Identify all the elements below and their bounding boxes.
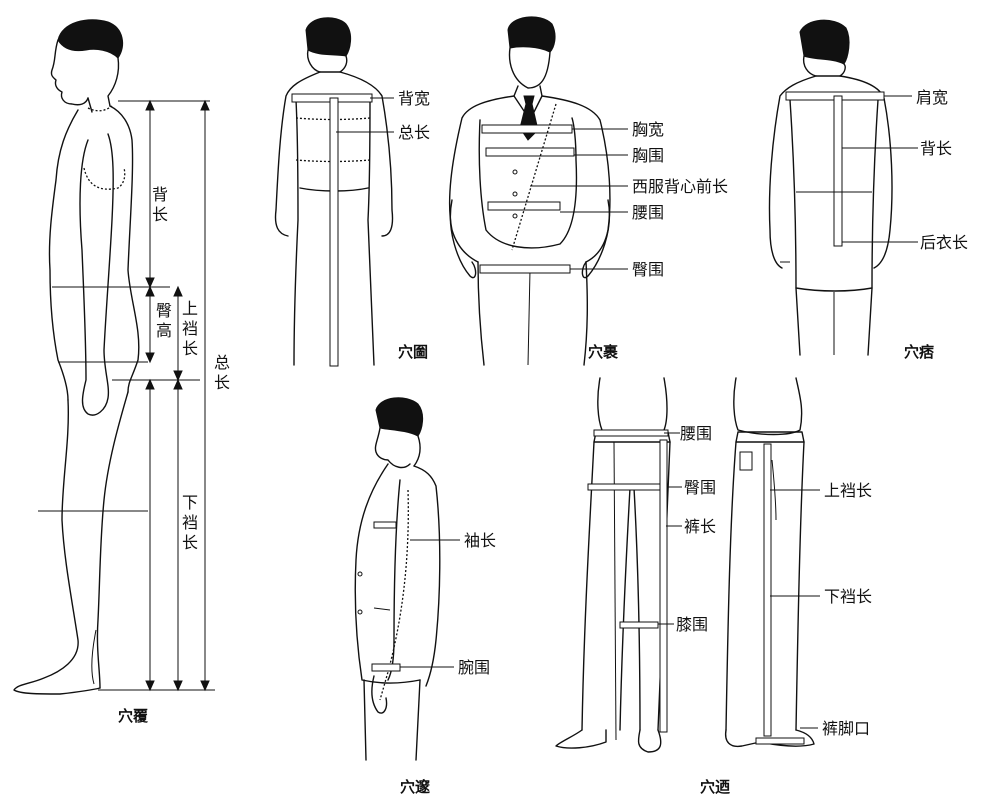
p2-caption: 穴圗	[398, 343, 428, 361]
p1-caption: 穴覆	[118, 707, 149, 725]
p4-label-back-coat-length: 后衣长	[920, 233, 968, 252]
panel-6-trousers: 腰围 臀围 裤长 膝围 上裆长 下裆长 裤脚口 穴迺	[555, 377, 872, 796]
p2-label-total-length: 总长	[398, 123, 430, 142]
p5-sleeve-length-tape	[379, 489, 409, 701]
p6-waist-tape	[593, 429, 669, 437]
p4-back-length-tape	[833, 95, 843, 247]
panel-1-standing-figure: 背长 臀高 上裆长 总长 下裆长 穴覆	[13, 19, 230, 725]
p3-hip-circ-tape	[479, 264, 571, 274]
p1-label-back-length: 背长	[152, 185, 168, 224]
p6-label-upper-rise: 上裆长	[824, 481, 872, 500]
p6-label-inseam: 下裆长	[824, 587, 872, 606]
p6-caption: 穴迺	[700, 778, 730, 796]
p3-waist-circ-tape	[487, 201, 561, 211]
p2-label-back-width: 背宽	[398, 89, 430, 108]
p5-caption: 穴邃	[400, 778, 430, 796]
p3-label-vest-front-length: 西服背心前长	[632, 177, 728, 196]
p4-label-back-length: 背长	[920, 139, 952, 158]
p2-total-length-tape	[329, 97, 339, 367]
p3-label-waist-circ: 腰围	[632, 203, 664, 222]
panel-2-back-shirt: 背宽 总长 穴圗	[274, 17, 430, 367]
p6-hip-tape	[587, 483, 669, 491]
p3-label-chest-circ: 胸围	[632, 146, 664, 165]
panel-4-back-jacket: 肩宽 背长 后衣长 穴痞	[768, 19, 968, 361]
p5-label-wrist-circ: 腕围	[458, 658, 490, 677]
p1-label-total-length: 总长	[214, 353, 230, 392]
p6-label-hem-opening: 裤脚口	[822, 719, 870, 738]
p3-label-chest-width: 胸宽	[632, 120, 664, 139]
p3-caption: 穴裹	[588, 343, 619, 361]
p6-label-hip-circ: 臀围	[684, 478, 716, 497]
p3-chest-width-tape	[481, 124, 573, 134]
p6-front-trousers-drawing	[555, 377, 671, 753]
p1-label-upper-rise: 上裆长	[182, 299, 198, 358]
p6-hem-tape	[755, 737, 805, 745]
p6-side-length-tape	[763, 443, 772, 737]
p6-side-trousers-drawing	[724, 377, 815, 748]
p4-label-shoulder-width: 肩宽	[916, 88, 948, 107]
p5-label-sleeve-length: 袖长	[464, 531, 496, 550]
p6-label-knee-circ: 膝围	[676, 615, 708, 634]
p5-figure-drawing	[354, 397, 441, 761]
p6-label-waist-circ: 腰围	[680, 424, 712, 443]
p4-caption: 穴痞	[904, 343, 934, 361]
p1-label-inseam: 下裆长	[182, 493, 198, 552]
p3-vest-front-tape	[511, 103, 557, 251]
p1-figure-drawing	[13, 19, 200, 695]
p4-figure-drawing	[768, 19, 893, 356]
p6-knee-tape	[619, 621, 659, 629]
panel-5-side-jacket: 袖长 腕围 穴邃	[354, 397, 496, 796]
panel-3-front-vest: 胸宽 胸围 西服背心前长 腰围 臀围 穴裹	[448, 16, 728, 366]
p1-label-hip-height: 臀高	[156, 301, 172, 340]
p3-figure-drawing	[448, 16, 611, 366]
p1-dimension-lines	[98, 99, 215, 692]
p6-trouser-length-tape	[659, 439, 668, 733]
p3-label-hip-circ: 臀围	[632, 260, 664, 279]
p3-chest-circ-tape	[485, 147, 575, 157]
p6-label-trouser-length: 裤长	[684, 517, 716, 536]
p5-wrist-circ-tape	[371, 663, 401, 672]
